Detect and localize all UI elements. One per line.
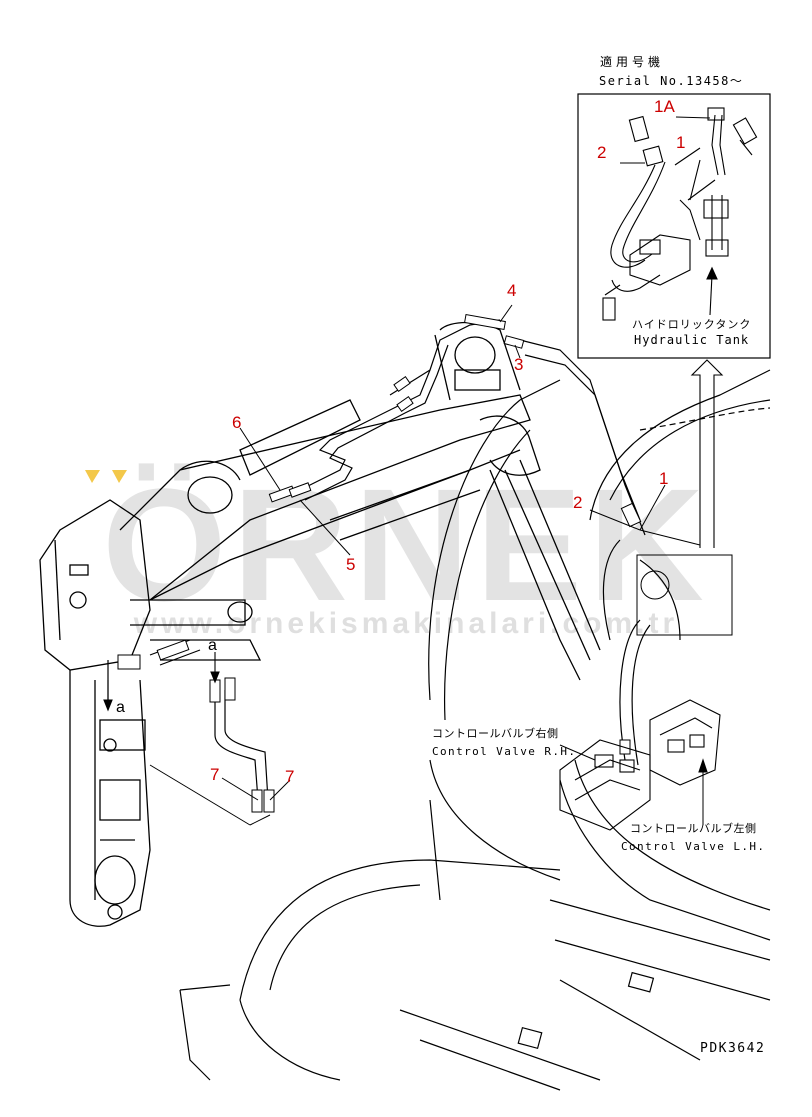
inset-arrow	[690, 359, 724, 548]
fitting-7-top-right	[224, 677, 236, 701]
drawing-code: PDK3642	[700, 1041, 765, 1056]
inset-drawing	[602, 107, 758, 321]
control-valve-rh-label-en: Control Valve R.H.	[432, 745, 576, 758]
watermark: ÖRNEK www.ornekismakinalari.com.tr	[85, 455, 704, 640]
watermark-accent-right	[112, 470, 127, 483]
fitting-5	[288, 482, 312, 498]
control-valve-rh-label-jp: コントロールバルブ右側	[432, 726, 559, 740]
fittings	[117, 314, 642, 813]
callout-2-inset: 2	[597, 143, 606, 162]
callout-4: 4	[507, 281, 516, 300]
callout-1-inset: 1	[676, 133, 685, 152]
detail-box	[636, 554, 733, 636]
watermark-accent-left	[85, 470, 100, 483]
arrows	[103, 359, 724, 773]
fitting-7-bottom-right	[263, 789, 275, 813]
serial-label-en: Serial No.13458～	[599, 74, 743, 88]
callout-1a-inset: 1A	[654, 97, 675, 116]
control-valve-lh-label-en: Control Valve L.H.	[621, 840, 765, 853]
boom-assembly	[39, 321, 601, 927]
view-a-label-upper: a	[208, 637, 217, 654]
control-valve-rh	[559, 739, 651, 831]
control-valve-lh-label-jp: コントロールバルブ左側	[630, 821, 757, 835]
boom-pivot	[454, 336, 496, 374]
control-valve-lh	[649, 699, 721, 786]
fitting-4	[464, 314, 506, 330]
inset-box	[577, 93, 771, 359]
callout-1: 1	[659, 469, 668, 488]
callout-6: 6	[232, 413, 241, 432]
hydraulic-tank-label-jp: ハイドロリックタンク	[632, 318, 751, 331]
hydraulic-tank-label-en: Hydraulic Tank	[634, 333, 749, 347]
callout-7-right: 7	[285, 767, 294, 786]
view-a-label-lower: a	[116, 699, 125, 716]
fitting-3	[503, 335, 525, 349]
watermark-url: www.ornekismakinalari.com.tr	[133, 607, 678, 640]
callout-2: 2	[573, 493, 582, 512]
callout-3: 3	[514, 355, 523, 374]
serial-label-jp: 適用号機	[600, 54, 664, 69]
fitting-7-bottom-left	[251, 789, 263, 813]
callout-7-left: 7	[210, 765, 219, 784]
machine-body	[179, 369, 771, 1091]
callout-5: 5	[346, 555, 355, 574]
